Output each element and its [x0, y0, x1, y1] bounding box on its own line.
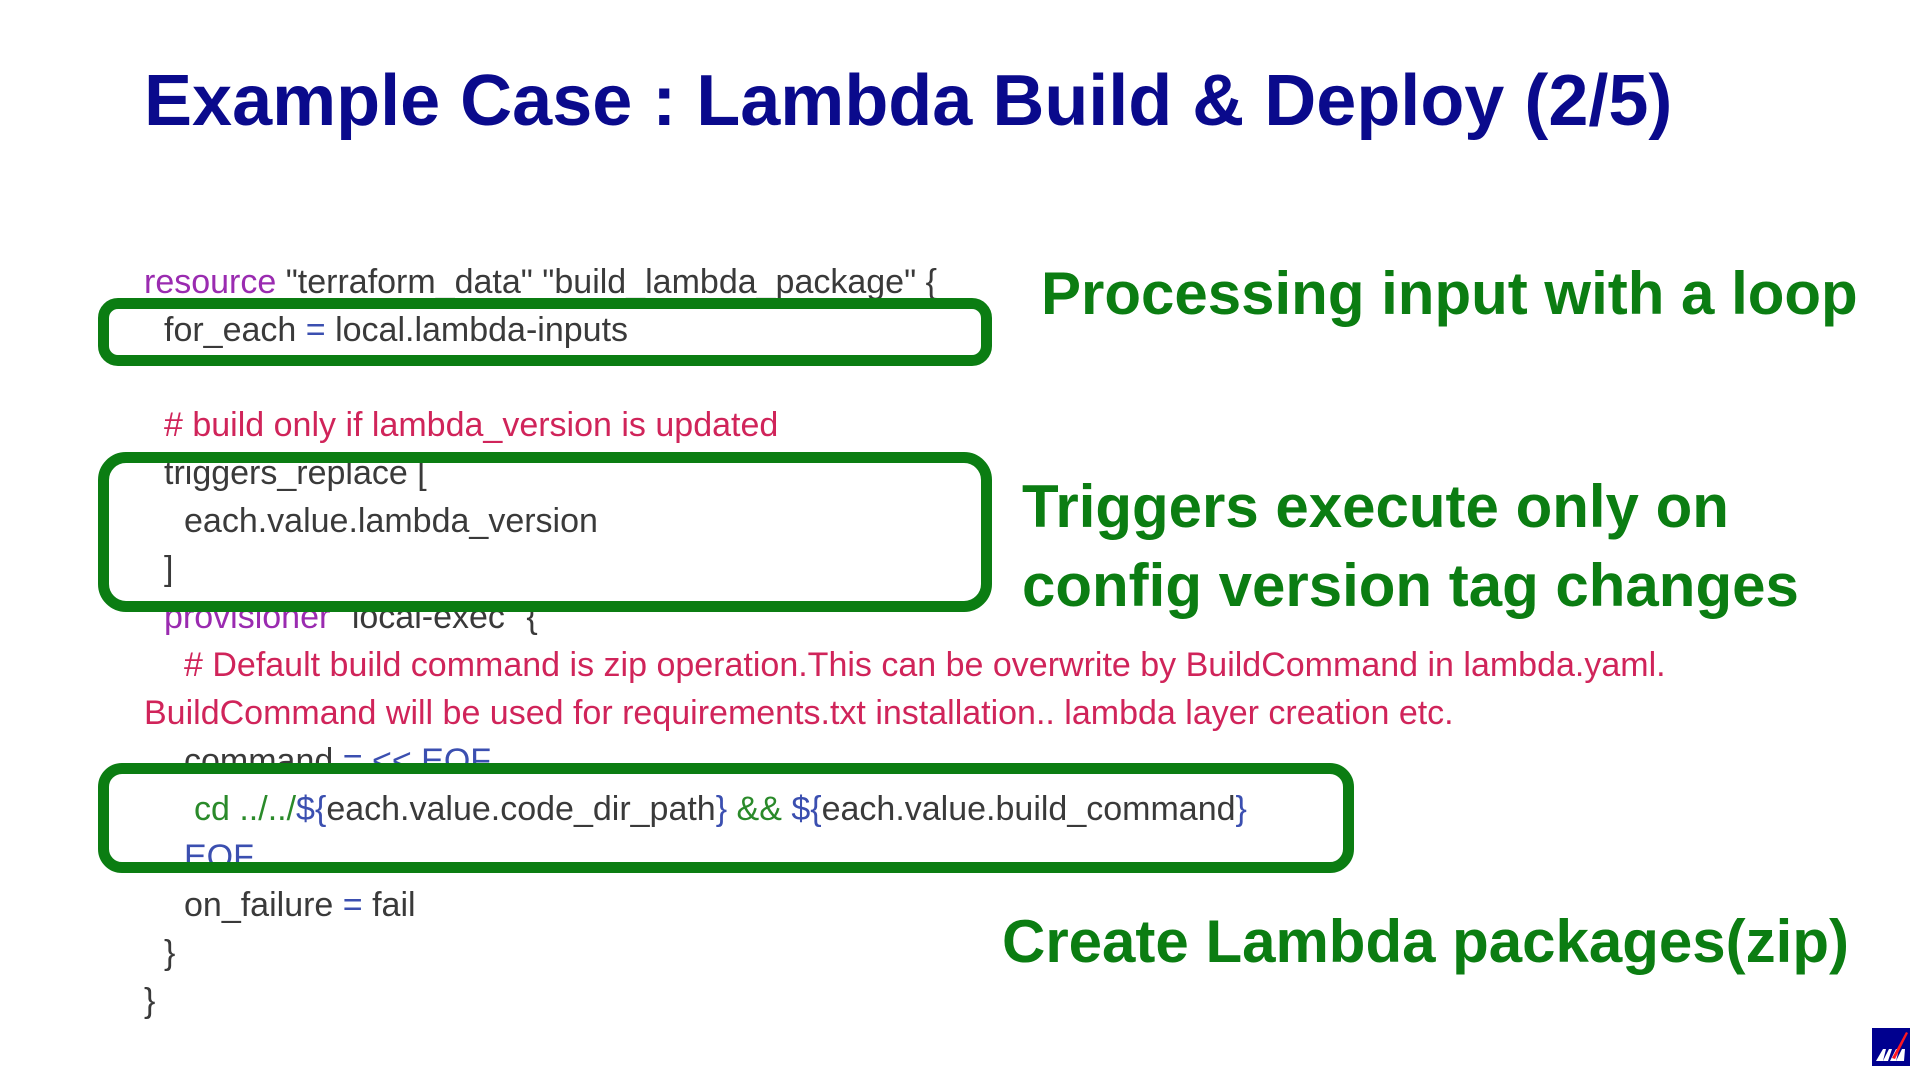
code-text: local.lambda-inputs — [335, 311, 629, 349]
code-string: cd ../../ — [194, 790, 297, 828]
code-text: on_failure — [184, 886, 334, 924]
code-text: each.value.code_dir_path — [326, 790, 716, 828]
callout-triggers-line1: Triggers execute only on — [1022, 473, 1729, 540]
code-line-resource: resource "terraform_data" "build_lambda_… — [144, 262, 937, 302]
code-line-cd-command: cd ../../${each.value.code_dir_path} && … — [194, 789, 1247, 829]
code-line-comment-default-build: # Default build command is zip operation… — [184, 646, 1666, 684]
callout-processing-loop: Processing input with a loop — [1041, 260, 1858, 327]
slide-title: Example Case : Lambda Build & Deploy (2/… — [144, 61, 1673, 141]
code-operator: ${ — [791, 790, 822, 828]
axa-logo-icon — [1872, 1028, 1910, 1066]
code-line-on-failure: on_failure = fail — [184, 885, 416, 925]
callout-triggers-line2: config version tag changes — [1022, 552, 1799, 619]
code-line-bracket-close: ] — [164, 550, 174, 588]
code-line-comment-build-only: # build only if lambda_version is update… — [164, 406, 779, 444]
code-operator: } — [715, 790, 728, 828]
code-text: fail — [372, 886, 416, 924]
highlight-box-build-command — [98, 763, 1354, 873]
code-operator: } — [1235, 790, 1247, 828]
highlight-box-triggers — [98, 452, 992, 612]
code-line-comment-buildcommand: BuildCommand will be used for requiremen… — [144, 694, 1454, 732]
code-line-for-each: for_each = local.lambda-inputs — [164, 310, 628, 350]
code-text: each.value.build_command — [821, 790, 1236, 828]
code-text: "terraform_data" "build_lambda_package" … — [276, 263, 937, 301]
highlight-box-for-each — [98, 298, 992, 366]
callout-create-packages: Create Lambda packages(zip) — [1002, 908, 1849, 975]
code-line-brace-close-outer: } — [144, 982, 156, 1020]
code-operator: = — [333, 886, 373, 924]
code-string: && — [727, 790, 792, 828]
code-operator: = — [296, 311, 336, 349]
code-operator: ${ — [296, 790, 327, 828]
code-keyword: resource — [144, 263, 277, 301]
code-line-brace-close-inner: } — [164, 934, 176, 972]
code-line-lambda-version: each.value.lambda_version — [184, 502, 598, 540]
code-text: for_each — [164, 311, 297, 349]
